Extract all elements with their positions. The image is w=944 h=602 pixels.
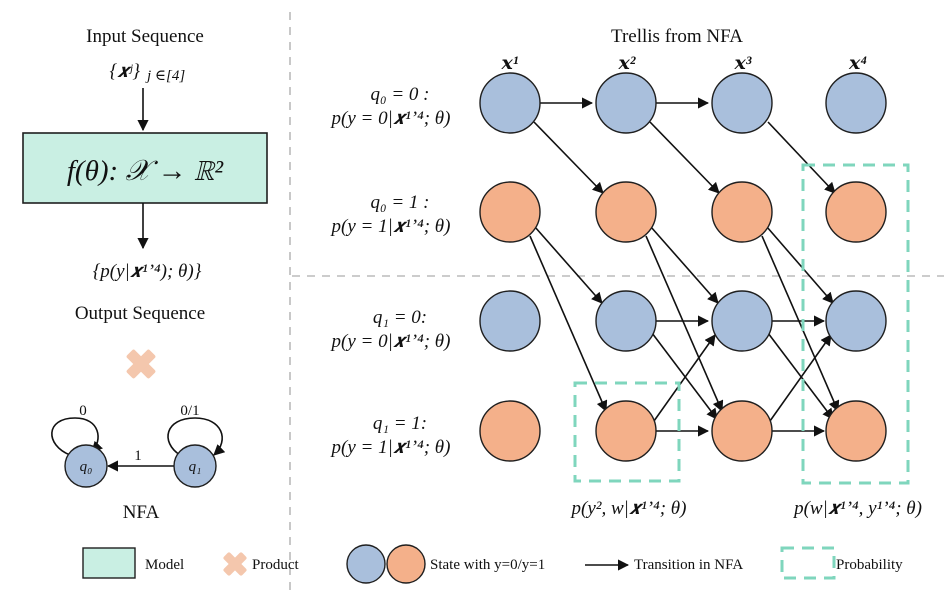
legend-transition-label: Transition in NFA <box>634 557 743 573</box>
probability-box-right <box>801 163 910 485</box>
row-label-q0-1-prob: p(y = 1|𝒙¹ʼ⁴; θ) <box>330 216 451 237</box>
state-node-orange <box>711 400 773 462</box>
probability-label-right: p(w|𝒙¹ʼ⁴, y¹ʼ⁴; θ) <box>792 498 922 519</box>
transition-arrow <box>533 121 604 194</box>
nfa-self-loop-q0 <box>51 417 103 456</box>
product-cross-icon <box>126 349 156 379</box>
state-node-orange <box>479 400 541 462</box>
nfa-loop-q1-label: 0/1 <box>180 403 199 419</box>
input-set-subscript: j ∈[4] <box>145 68 185 84</box>
column-headers: 𝒙¹ 𝒙² 𝒙³ 𝒙⁴ <box>500 53 867 74</box>
legend-state-label: State with y=0/y=1 <box>430 557 545 573</box>
state-node-blue <box>479 290 541 352</box>
row-label-q0-0-prob: p(y = 0|𝒙¹ʼ⁴; θ) <box>330 108 451 129</box>
legend: Model Product State with y=0/y=1 Transit… <box>82 544 903 584</box>
transition-arrow <box>653 334 716 422</box>
nfa-loop-q0-label: 0 <box>79 403 87 419</box>
nfa-state-q0 <box>64 444 108 488</box>
state-node-blue <box>825 290 887 352</box>
input-sequence-title: Input Sequence <box>86 26 204 47</box>
legend-model-label: Model <box>145 557 184 573</box>
transition-arrow <box>651 332 718 420</box>
transition-arrow <box>767 121 836 194</box>
output-sequence-title: Output Sequence <box>75 303 205 324</box>
legend-blue-state-icon <box>346 544 386 584</box>
nfa-q0-text: q₀ <box>80 459 93 475</box>
row-label-q0-0-state: q₀ = 0 : <box>370 84 429 105</box>
legend-probability-swatch <box>780 546 836 580</box>
transition-arrow <box>766 226 834 304</box>
nfa-edge-label: 1 <box>134 448 142 464</box>
column-header-x4: 𝒙⁴ <box>848 53 867 74</box>
transition-arrow <box>761 235 840 413</box>
row-labels: q₀ = 0 : p(y = 0|𝒙¹ʼ⁴; θ) q₀ = 1 : p(y =… <box>330 84 451 458</box>
state-node-blue <box>711 290 773 352</box>
legend-orange-state-icon <box>386 544 426 584</box>
state-node-orange <box>479 181 541 243</box>
row-label-q0-1-state: q₀ = 1 : <box>370 192 429 213</box>
transition-arrow <box>649 121 720 194</box>
trellis-transitions <box>529 97 840 437</box>
row-label-q1-0-state: q₁ = 0: <box>373 307 427 328</box>
output-formula: {p(y|𝒙¹ʼ⁴); θ)} <box>93 261 202 282</box>
column-header-x1: 𝒙¹ <box>500 53 518 74</box>
row-label-q1-1-prob: p(y = 1|𝒙¹ʼ⁴; θ) <box>330 437 451 458</box>
column-header-x3: 𝒙³ <box>733 53 751 74</box>
nfa-label: NFA <box>123 502 160 523</box>
state-node-blue <box>479 72 541 134</box>
state-node-blue <box>711 72 773 134</box>
nfa-q1-text: q₁ <box>189 459 202 475</box>
nfa-self-loop-q1 <box>167 417 226 456</box>
column-header-x2: 𝒙² <box>617 53 636 74</box>
trellis-title: Trellis from NFA <box>611 26 743 47</box>
state-node-orange <box>825 400 887 462</box>
probability-label-mid: p(y², w|𝒙¹ʼ⁴; θ) <box>570 498 687 519</box>
legend-product-label: Product <box>252 557 299 573</box>
nfa-state-q1 <box>173 444 217 488</box>
state-node-blue <box>825 72 887 134</box>
state-node-blue <box>595 290 657 352</box>
state-node-orange <box>825 181 887 243</box>
state-node-blue <box>595 72 657 134</box>
transition-arrow <box>645 235 724 413</box>
legend-product-icon <box>223 552 247 576</box>
input-set-symbol: {𝒙ʲ} <box>109 61 140 82</box>
model-function-text: f(θ): 𝒳 → ℝ² <box>67 155 225 187</box>
transition-arrow <box>769 334 832 422</box>
row-label-q1-0-prob: p(y = 0|𝒙¹ʼ⁴; θ) <box>330 331 451 352</box>
legend-probability-label: Probability <box>836 557 903 573</box>
model-box <box>22 132 268 204</box>
row-label-q1-1-state: q₁ = 1: <box>373 413 427 434</box>
transition-arrow <box>534 226 603 304</box>
state-node-orange <box>711 181 773 243</box>
state-node-orange <box>595 400 657 462</box>
state-node-orange <box>595 181 657 243</box>
probability-box-mid <box>573 381 681 483</box>
transition-arrow <box>650 226 719 304</box>
transition-arrow <box>767 332 834 420</box>
trellis-nodes <box>479 72 887 462</box>
transition-arrow <box>529 235 608 413</box>
legend-model-swatch <box>82 547 136 579</box>
